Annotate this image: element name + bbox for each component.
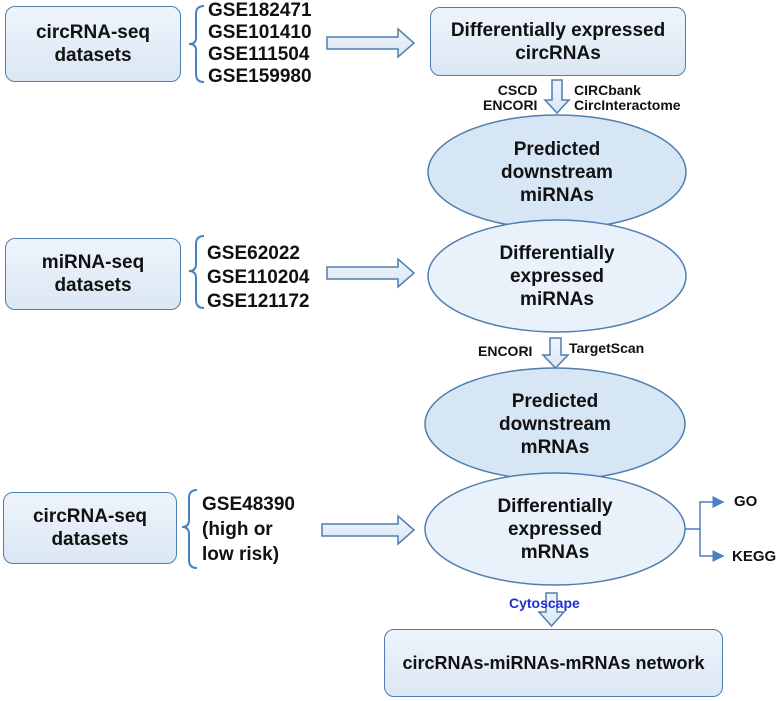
tool-encori-2: ENCORI: [478, 343, 533, 359]
input-box-mirna: miRNA-seq datasets: [5, 238, 181, 310]
dataset-item: GSE110204: [207, 267, 310, 288]
line-kegg: [699, 529, 725, 562]
label-go: GO: [734, 493, 758, 510]
input-box-circrna-1: circRNA-seq datasets: [5, 6, 181, 82]
block-arrow-down-2: [541, 337, 570, 370]
dataset-list-circ2: GSE48390 (high or low risk): [202, 492, 295, 567]
block-arrow-down-1: [543, 79, 571, 115]
label-de-mirnas: Differentially expressed miRNAs: [499, 242, 615, 310]
tools-step1-left: CSCD ENCORI: [483, 83, 537, 113]
label-predicted-mirnas: Predicted downstream miRNAs: [501, 138, 613, 206]
dataset-item: GSE121172: [207, 291, 310, 312]
dataset-item: GSE48390: [202, 494, 295, 515]
tool-cytoscape: Cytoscape: [509, 595, 580, 611]
block-arrow-circ2: [321, 514, 416, 546]
dataset-item: GSE182471: [208, 0, 312, 21]
label-de-mrnas: Differentially expressed mRNAs: [497, 495, 613, 563]
tool-label: CircInteractome: [574, 97, 681, 113]
block-arrow-circ1: [326, 27, 416, 59]
block-arrow-mirna: [326, 257, 416, 289]
label-kegg: KEGG: [732, 548, 777, 565]
dataset-item: GSE62022: [207, 243, 300, 264]
tool-targetscan: TargetScan: [569, 340, 645, 356]
tool-label: CIRCbank: [574, 82, 641, 98]
bracket-circ1: [188, 5, 205, 83]
dataset-item: GSE101410: [208, 22, 312, 43]
label-predicted-mrnas: Predicted downstream mRNAs: [499, 390, 611, 458]
dataset-item: (high or: [202, 519, 273, 540]
tool-label: ENCORI: [483, 97, 538, 113]
dataset-item: GSE159980: [208, 66, 312, 87]
bracket-mirna: [188, 235, 205, 309]
dataset-list-mirna: GSE62022 GSE110204 GSE121172: [207, 242, 309, 314]
line-go: [685, 496, 725, 530]
block-arrow-down-3: [537, 592, 566, 628]
input-box-circrna-2: circRNA-seq datasets: [3, 492, 177, 564]
dataset-item: low risk): [202, 544, 280, 565]
tool-label: CSCD: [497, 82, 538, 98]
node-de-circrnas: Differentially expressed circRNAs: [430, 7, 686, 76]
ellipse-de-mirnas: [427, 219, 687, 333]
tools-step1-right: CIRCbank CircInteractome: [574, 83, 681, 113]
dataset-item: GSE111504: [208, 44, 310, 65]
node-network: circRNAs-miRNAs-mRNAs network: [384, 629, 723, 697]
dataset-list-circ1: GSE182471 GSE101410 GSE111504 GSE159980: [208, 0, 312, 88]
bracket-circ2: [181, 489, 198, 569]
